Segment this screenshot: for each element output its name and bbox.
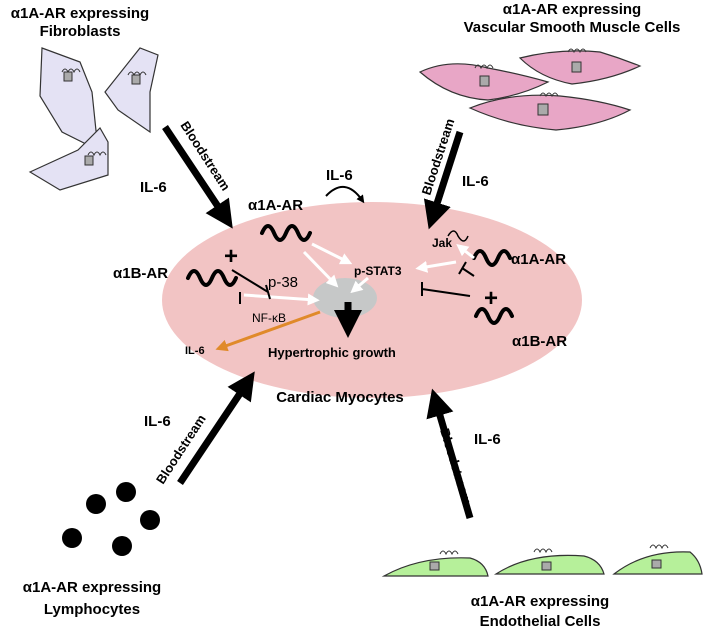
inhibition-lines bbox=[231, 261, 475, 304]
jak-label: Jak bbox=[432, 236, 452, 250]
il6-label-fib: IL-6 bbox=[140, 179, 167, 196]
alpha1a-receptor-right bbox=[472, 249, 512, 267]
arrow-vsmc-to-myocyte bbox=[423, 130, 464, 230]
alpha1b-left-label: α1B-AR bbox=[113, 265, 168, 282]
fibroblast-label-line1: α1A-AR expressing bbox=[11, 5, 149, 22]
bloodstream-arrows bbox=[162, 125, 474, 519]
arrow-pstat-to-nucleus bbox=[350, 276, 369, 294]
arrow-a1a-to-nucleus bbox=[302, 250, 339, 288]
arrow-receptor-to-jak bbox=[456, 244, 475, 260]
pstat3-label: p-STAT3 bbox=[354, 264, 402, 278]
lymphocyte-cell bbox=[86, 494, 106, 514]
il6-label-lym: IL-6 bbox=[144, 413, 171, 430]
endothelial-label-line2: Endothelial Cells bbox=[480, 613, 601, 630]
arrow-fibroblast-to-myocyte bbox=[162, 125, 233, 229]
il6-label-endo: IL-6 bbox=[474, 431, 501, 448]
p38-label: p-38 bbox=[268, 274, 298, 291]
alpha1b-receptor-right bbox=[474, 307, 514, 325]
lymphocyte-cell bbox=[116, 482, 136, 502]
alpha1a-right-label: α1A-AR bbox=[511, 251, 566, 268]
fibroblast-cell bbox=[104, 47, 159, 134]
il6-secretion-arrow bbox=[215, 310, 321, 352]
cardiac-myocytes-label: Cardiac Myocytes bbox=[276, 389, 404, 406]
lymphocyte-cells bbox=[62, 482, 160, 556]
plus-left: + bbox=[224, 243, 238, 270]
cell-labels: α1A-AR expressing Fibroblasts α1A-AR exp… bbox=[11, 1, 681, 630]
arrow-a1a-to-pstat bbox=[311, 242, 353, 265]
arrow-lymphocyte-to-myocyte bbox=[177, 371, 255, 485]
fibroblast-cells bbox=[28, 47, 159, 191]
arrow-jak-to-pstat bbox=[415, 260, 457, 273]
lymphocyte-cell bbox=[62, 528, 82, 548]
il6-autocrine-arrow bbox=[325, 186, 365, 204]
alpha1a-left-label: α1A-AR bbox=[248, 197, 303, 214]
endothelial-label-line1: α1A-AR expressing bbox=[471, 593, 609, 610]
signaling-arrows bbox=[243, 242, 475, 306]
fibroblast-cell bbox=[28, 127, 109, 191]
plus-right: + bbox=[484, 285, 498, 312]
lymphocyte-cell bbox=[112, 536, 132, 556]
il6-autocrine-label: IL-6 bbox=[326, 167, 353, 184]
arrow-a1b-to-nfkb bbox=[243, 293, 320, 306]
fibroblast-label-line2: Fibroblasts bbox=[40, 23, 121, 40]
vsmc-label-line1: α1A-AR expressing bbox=[503, 1, 641, 18]
lymphocyte-label-line1: α1A-AR expressing bbox=[23, 579, 161, 596]
jak-glyph bbox=[447, 230, 469, 242]
vsmc-cells bbox=[418, 50, 642, 131]
receptor-squiggles-fib bbox=[61, 68, 147, 166]
alpha1b-right-label: α1B-AR bbox=[512, 333, 567, 350]
nfkb-label: NF-κB bbox=[252, 311, 286, 325]
fibroblast-cell bbox=[39, 47, 99, 152]
hypertrophic-growth-label: Hypertrophic growth bbox=[268, 345, 396, 360]
arrow-endothelial-to-myocyte bbox=[426, 388, 474, 519]
receptor-squiggles-vsmc bbox=[474, 48, 587, 116]
vsmc-cell bbox=[468, 94, 632, 131]
lymphocyte-label-line2: Lymphocytes bbox=[44, 601, 140, 618]
lymphocyte-cell bbox=[140, 510, 160, 530]
il6-label-vsmc: IL-6 bbox=[462, 173, 489, 190]
bloodstream-label-endo: Bloodstream bbox=[437, 426, 475, 506]
alpha1a-receptor-left bbox=[260, 224, 312, 242]
receptors bbox=[186, 224, 514, 325]
vsmc-label-line2: Vascular Smooth Muscle Cells bbox=[464, 19, 681, 36]
alpha1b-receptor-left bbox=[186, 269, 238, 287]
myocyte-labels: IL-6 α1A-AR α1B-AR α1A-AR α1B-AR + + p-3… bbox=[113, 167, 567, 406]
receptor-squiggles-endo bbox=[429, 544, 669, 571]
il6-out-label: IL-6 bbox=[185, 345, 205, 357]
